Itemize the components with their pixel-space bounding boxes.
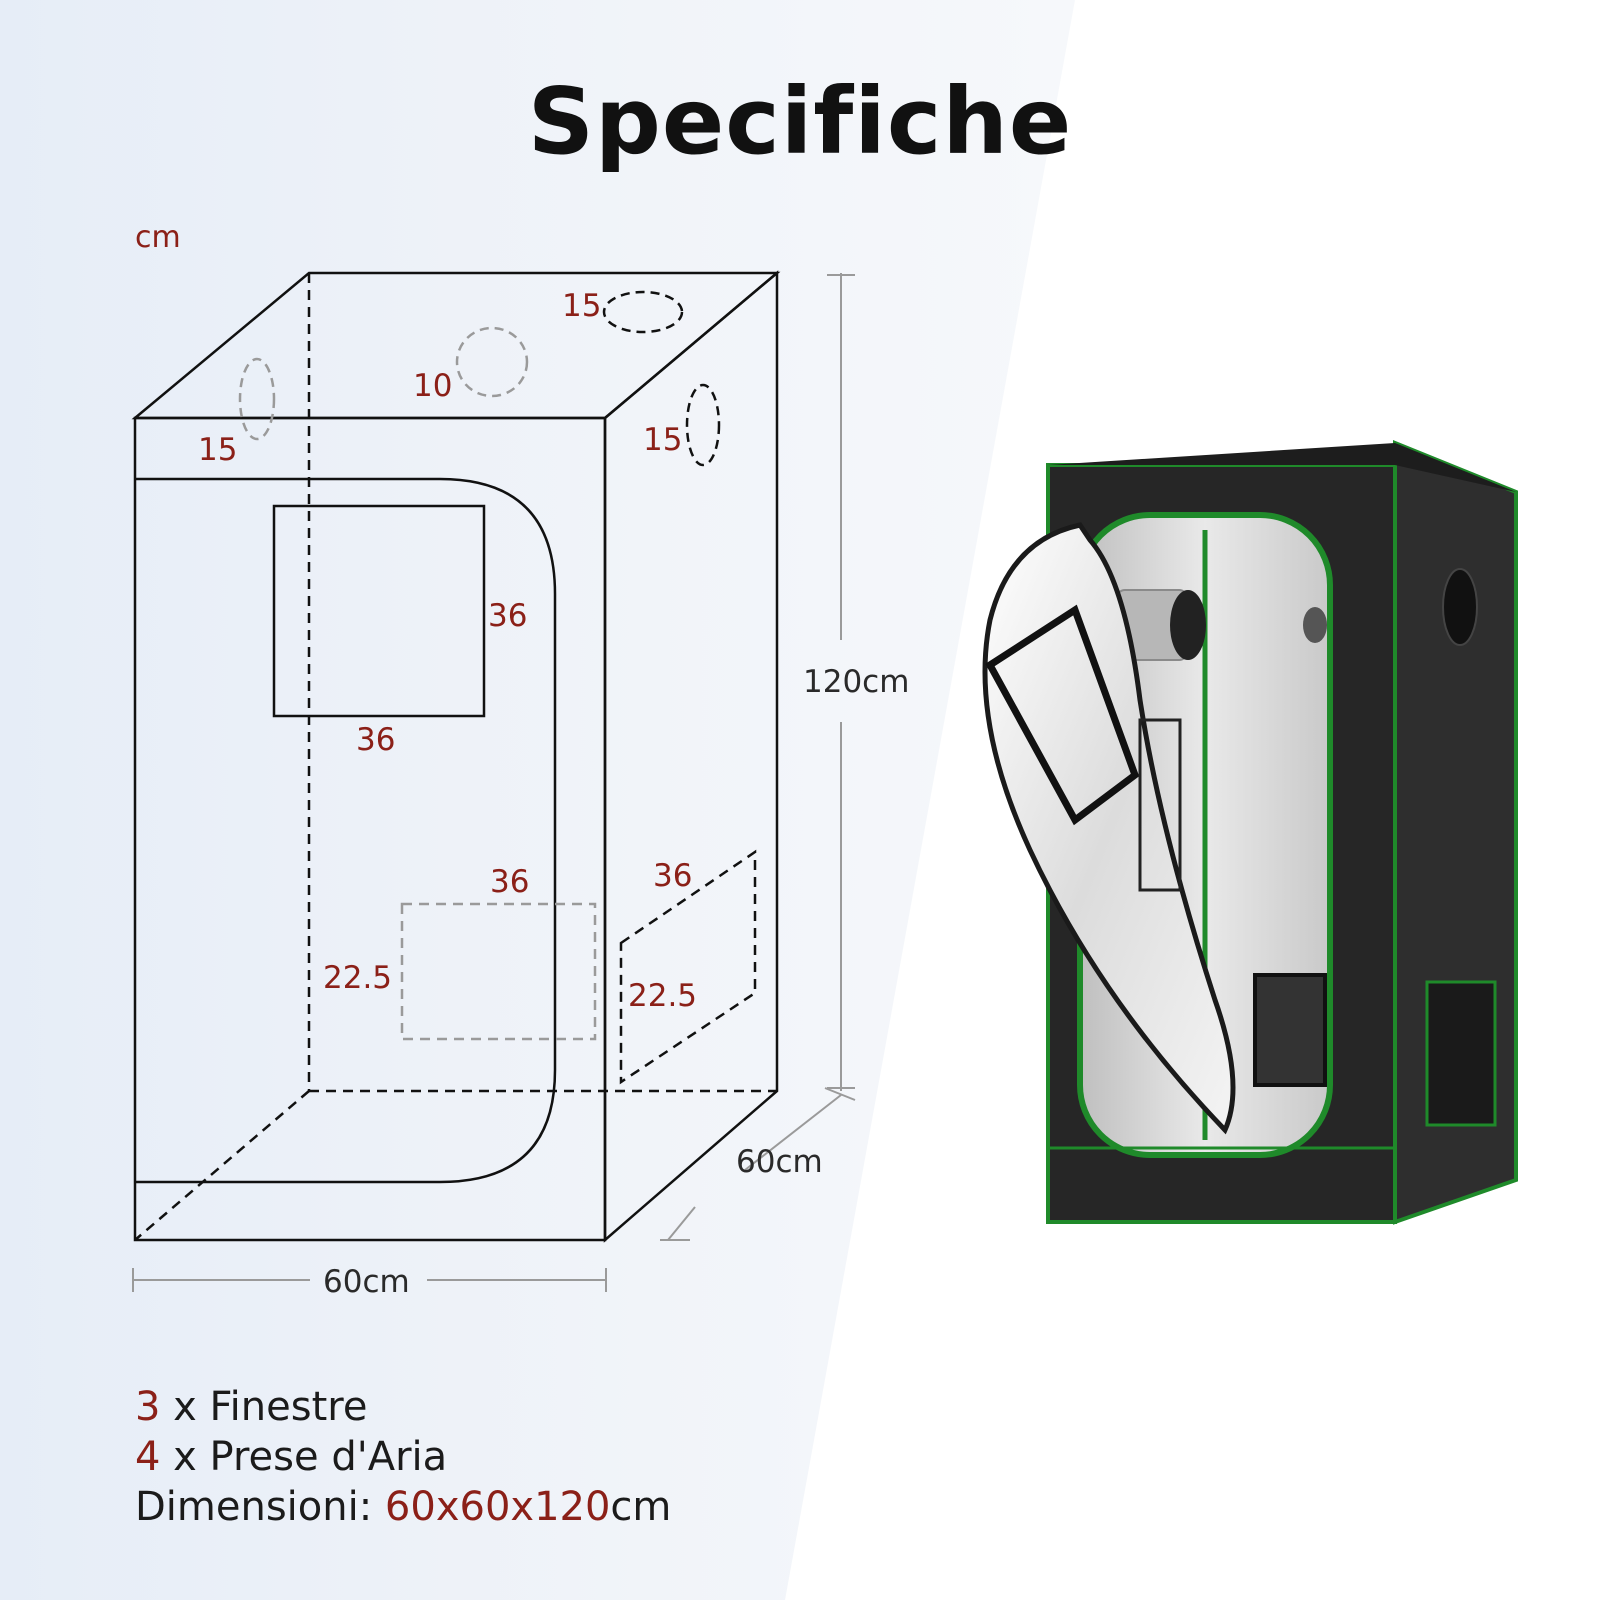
vent-top-center-label: 10 (413, 368, 452, 404)
spec-windows: 3 x Finestre (135, 1382, 671, 1432)
vent-left-label: 15 (198, 432, 237, 468)
spec-vents-label: x Prese d'Aria (160, 1434, 448, 1480)
height-dimension-label: 120cm (803, 664, 909, 700)
vent-side-outline (685, 383, 721, 467)
spec-vents: 4 x Prese d'Aria (135, 1432, 671, 1482)
background-panel (0, 0, 1075, 1600)
front-window-width-label: 36 (356, 722, 395, 758)
side-window-outline (619, 849, 757, 1085)
vent-top-back-label: 15 (562, 288, 601, 324)
front-window-outline (272, 504, 486, 718)
width-dimension-label: 60cm (323, 1264, 410, 1300)
vent-top-back-outline (602, 290, 684, 334)
spec-vents-count: 4 (135, 1434, 161, 1480)
specs-list: 3 x Finestre 4 x Prese d'Aria Dimensioni… (135, 1382, 671, 1532)
back-window-width-label: 36 (490, 864, 529, 900)
spec-windows-label: x Finestre (160, 1384, 368, 1430)
dimension-lines (132, 273, 856, 1292)
side-window-width-label: 36 (653, 858, 692, 894)
spec-dimensions-label: Dimensioni: (135, 1484, 385, 1530)
spec-windows-count: 3 (135, 1384, 161, 1430)
grow-tent-product-image (982, 440, 1518, 1225)
vent-side-label: 15 (643, 422, 682, 458)
back-window-outline (400, 902, 597, 1041)
vent-left-outline (238, 357, 276, 441)
depth-dimension-label: 60cm (736, 1144, 823, 1180)
side-window-height-label: 22.5 (628, 978, 697, 1014)
page-title: Specifiche (527, 68, 1073, 175)
spec-dimensions-unit: cm (610, 1484, 672, 1530)
tent-line-diagram (131, 270, 781, 1243)
spec-dimensions-value: 60x60x120 (384, 1484, 611, 1530)
front-window-height-label: 36 (488, 598, 527, 634)
vent-top-center-outline (455, 326, 529, 398)
door-outline (135, 477, 557, 1184)
hidden-edge-diagonal (134, 1090, 310, 1241)
back-window-height-label: 22.5 (323, 960, 392, 996)
unit-label: cm (135, 220, 181, 255)
spec-dimensions: Dimensioni: 60x60x120cm (135, 1482, 671, 1532)
